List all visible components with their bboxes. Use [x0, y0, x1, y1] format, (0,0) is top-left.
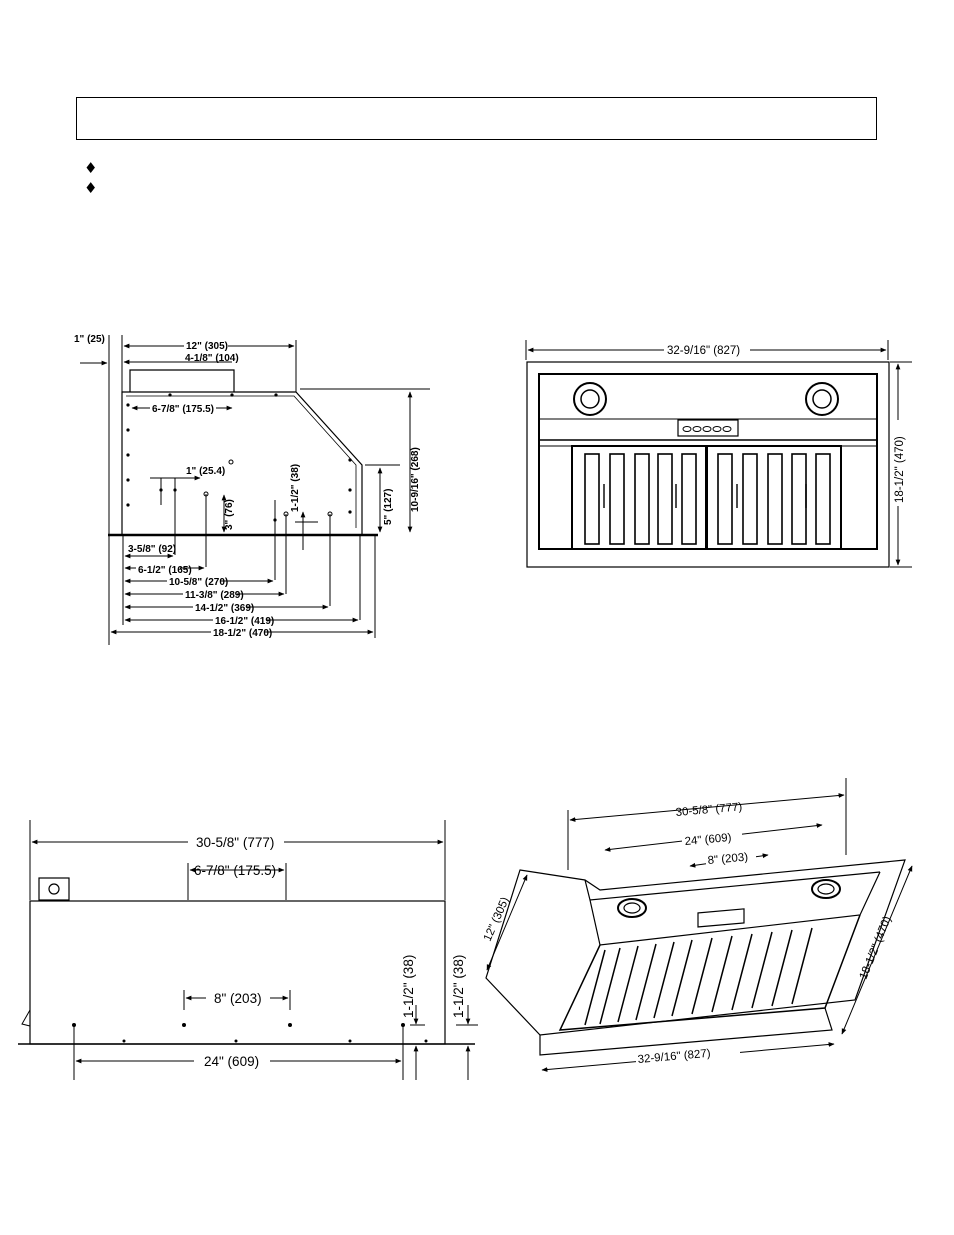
side-view-drawing — [80, 335, 430, 645]
dim-label: 10-5/8" (270) — [169, 577, 228, 588]
dim-label: 3-5/8" (92) — [128, 544, 176, 555]
dim-label: 18-1/2" (470) — [213, 628, 272, 639]
bullet-icon: ♦ — [84, 159, 98, 177]
dim-label: 4-1/8" (104) — [185, 353, 239, 364]
dim-label: 8" (203) — [707, 851, 749, 867]
dim-label: 32-9/16" (827) — [667, 345, 740, 357]
dim-label: 18-1/2" (470) — [858, 915, 894, 982]
dim-label: 6-1/2" (165) — [138, 565, 192, 576]
dim-label: 1-1/2" (38) — [401, 955, 416, 1018]
front-view-labels: 30-5/8" (777) 6-7/8" (175.5) 8" (203) 24… — [188, 833, 466, 1070]
dim-label: 24" (609) — [204, 1054, 259, 1069]
side-view-labels: 1" (25) 12" (305) 4-1/8" (104) 6-7/8" (1… — [72, 332, 421, 639]
dim-label: 10-9/16" (268) — [410, 447, 421, 512]
dim-label: 24" (609) — [684, 832, 732, 848]
iso-view-labels: 30-5/8" (777) 24" (609) 8" (203) 12" (30… — [482, 801, 894, 1066]
dim-label: 30-5/8" (777) — [675, 801, 743, 819]
dim-label: 1" (25) — [74, 334, 105, 345]
dim-label: 6-7/8" (175.5) — [152, 404, 214, 415]
header-box — [76, 97, 877, 140]
dim-label: 1" (25.4) — [186, 466, 225, 477]
dim-label: 1-1/2" (38) — [451, 955, 466, 1018]
front-view-drawing — [18, 820, 478, 1080]
dim-label: 16-1/2" (419) — [215, 616, 274, 627]
dim-label: 11-3/8" (289) — [185, 590, 244, 601]
dim-label: 5" (127) — [383, 489, 394, 525]
dim-label: 12" (305) — [482, 895, 512, 943]
bottom-view-drawing — [525, 340, 912, 568]
dim-label: 6-7/8" (175.5) — [194, 863, 276, 878]
dim-label: 18-1/2" (470) — [894, 436, 906, 503]
bullet-icon: ♦ — [84, 179, 98, 197]
iso-view-drawing — [485, 778, 913, 1072]
dim-label: 3" (76) — [224, 499, 235, 530]
dim-label: 12" (305) — [186, 341, 228, 352]
dim-label: 8" (203) — [214, 991, 262, 1006]
bottom-view-labels: 32-9/16" (827) 18-1/2" (470) — [664, 343, 906, 506]
dim-label: 30-5/8" (777) — [196, 835, 274, 850]
dim-label: 1-1/2" (38) — [290, 464, 301, 512]
dim-label: 14-1/2" (369) — [195, 603, 254, 614]
